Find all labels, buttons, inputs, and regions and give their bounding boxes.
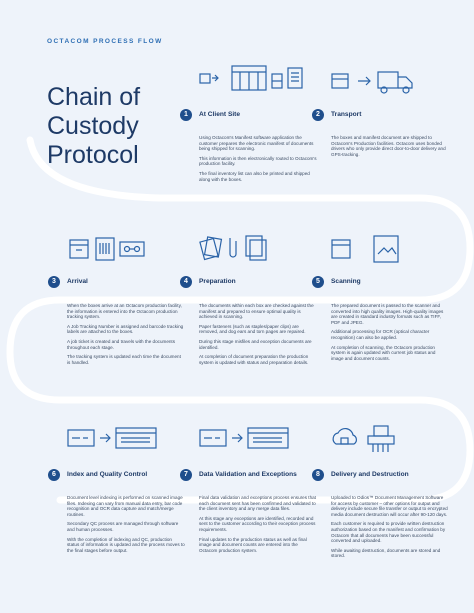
browser-window-icon (247, 427, 289, 449)
paragraph: The final inventory list can also be pri… (199, 170, 310, 182)
delivery-icons (332, 425, 395, 452)
cloud-lock-icon (332, 427, 357, 445)
cabinet-icon (271, 73, 283, 89)
paragraph: Uploaded to Odios™ Document Management S… (331, 495, 448, 517)
shredder-icon (367, 425, 395, 452)
stacked-pages-icon (245, 235, 267, 261)
step-title: Data Validation and Exceptions (199, 471, 297, 478)
step-title: Preparation (199, 278, 236, 285)
paragraph: Using Octacom's Manifest software applic… (199, 135, 314, 152)
paragraph: A job ticket is created and travels with… (67, 338, 176, 350)
manifest-icon (287, 67, 303, 89)
paragraph: Paper fasteners (such as staples/paper c… (199, 323, 306, 335)
tracking-link-icon (119, 241, 145, 257)
arrow-icon (100, 433, 111, 443)
step-description: When the boxes arrive at an Octacom prod… (67, 303, 185, 369)
paragraph: The prepared document is passed to the s… (331, 303, 444, 325)
step-description: Uploaded to Odios™ Document Management S… (331, 495, 449, 563)
step-description: The prepared document is passed to the s… (331, 303, 449, 365)
browser-window-icon (115, 427, 157, 449)
title-line: Custody (47, 111, 139, 140)
paragraph: The boxes and manifest document are ship… (331, 135, 446, 157)
step-number-badge: 1 (180, 109, 192, 121)
step-number-badge: 4 (180, 276, 192, 288)
paragraph: At this stage any exceptions are identif… (199, 515, 316, 532)
step-number-badge: 7 (180, 469, 192, 481)
paragraph: Additional processing for OCR (optical c… (331, 329, 430, 340)
paragraph: At completion of document preparation th… (199, 354, 309, 365)
data-entry-icon (67, 429, 95, 447)
paragraph: Final data validation and exceptions pro… (199, 495, 316, 512)
box-icon (331, 73, 349, 89)
paragraph: This information is then electronically … (199, 155, 317, 167)
step-title: At Client Site (199, 111, 241, 118)
index-qc-icons (67, 427, 157, 449)
step-description: Final data validation and exceptions pro… (199, 495, 317, 557)
step-number-badge: 8 (312, 469, 324, 481)
step-description: Using Octacom's Manifest software applic… (199, 135, 317, 186)
client-site-icons (199, 65, 303, 91)
arrow-icon (358, 76, 371, 86)
paragraph: The documents within each box are checke… (199, 303, 314, 320)
shipping-container-icon (231, 65, 267, 91)
paragraph: Each customer is required to provide wri… (331, 521, 446, 544)
title-line: Protocol (47, 140, 139, 169)
archive-box-icon (69, 239, 89, 259)
step-number-badge: 5 (312, 276, 324, 288)
image-file-icon (373, 235, 399, 263)
paragraph: Document level indexing is performed on … (67, 495, 183, 517)
transport-icons (331, 71, 413, 94)
paragraph: At completion of scanning, the Octacom p… (331, 344, 436, 361)
step-number-badge: 6 (48, 469, 60, 481)
scanning-icons (331, 235, 399, 263)
step-title: Index and Quality Control (67, 471, 148, 478)
paragraph: When the boxes arrive at an Octacom prod… (67, 303, 182, 320)
step-title: Scanning (331, 278, 361, 285)
arrival-icons (69, 237, 145, 261)
paragraph: A Job Tracking Number is assigned and ba… (67, 323, 184, 335)
validation-icons (199, 427, 289, 449)
barcode-icon (95, 237, 115, 261)
eyebrow-label: OCTACOM PROCESS FLOW (47, 38, 163, 45)
step-number-badge: 3 (48, 276, 60, 288)
page-title: Chain of Custody Protocol (47, 83, 140, 170)
step-title: Delivery and Destruction (331, 471, 409, 478)
truck-icon (377, 71, 413, 94)
paper-clip-icon (229, 238, 237, 258)
step-title: Arrival (67, 278, 88, 285)
paragraph: The tracking system is updated each time… (67, 354, 181, 365)
preparation-icons (199, 235, 267, 261)
step-description: Document level indexing is performed on … (67, 495, 185, 557)
paragraph: With the completion of indexing and QC, … (67, 536, 185, 553)
paragraph: Final updates to the production status a… (199, 536, 307, 553)
arrow-icon (232, 433, 243, 443)
scanner-icon (331, 239, 351, 259)
step-description: The documents within each box are checke… (199, 303, 317, 369)
title-line: Chain of (47, 82, 141, 111)
document-transfer-icon (199, 73, 219, 84)
loose-papers-icon (199, 236, 223, 261)
step-number-badge: 2 (312, 109, 324, 121)
paragraph: Secondary QC process are managed through… (67, 521, 179, 532)
paragraph: During this stage misfiles and exception… (199, 338, 312, 350)
step-title: Transport (331, 111, 362, 118)
data-entry-icon (199, 429, 227, 447)
step-description: The boxes and manifest document are ship… (331, 135, 449, 161)
paragraph: While awaiting destruction, documents ar… (331, 547, 441, 559)
